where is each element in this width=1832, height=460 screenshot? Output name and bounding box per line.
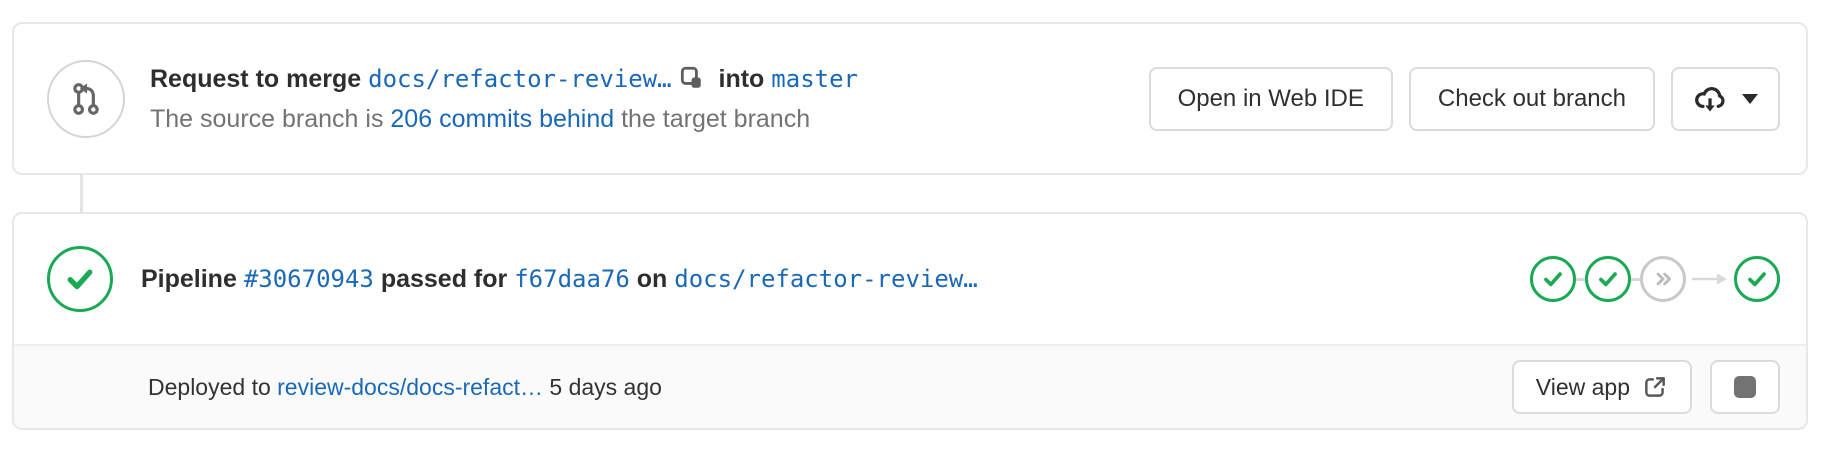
stage-connector-line: [1631, 277, 1640, 281]
behind-suffix-text: the target branch: [621, 104, 811, 133]
pipeline-stage-skipped-icon[interactable]: [1640, 256, 1686, 302]
stop-environment-button[interactable]: [1710, 360, 1780, 414]
copy-branch-name-button[interactable]: [678, 65, 704, 91]
pipeline-stage-passed-icon[interactable]: [1530, 256, 1576, 302]
stage-connector-line: [1576, 277, 1585, 281]
request-to-merge-label: Request to merge: [150, 64, 362, 93]
pipeline-summary-text: Pipeline #30670943 passed for f67daa76 o…: [141, 265, 1530, 294]
pipeline-id-link[interactable]: #30670943: [243, 264, 374, 293]
source-branch-link[interactable]: docs/refactor-review…: [368, 64, 672, 93]
pipeline-mini-graph: [1530, 256, 1780, 302]
pipeline-status-passed-icon: [47, 246, 113, 312]
deployment-actions: View app: [1511, 360, 1780, 414]
mr-header-text: Request to merge docs/refactor-review… i…: [150, 59, 1149, 139]
deployed-to-label: Deployed to: [148, 373, 271, 400]
pipeline-stage-passed-icon[interactable]: [1734, 256, 1780, 302]
environment-link[interactable]: review-docs/docs-refact…: [277, 373, 543, 400]
into-label: into: [718, 64, 765, 93]
pipeline-card: Pipeline #30670943 passed for f67daa76 o…: [12, 212, 1808, 430]
stage-connector-arrow-icon: [1686, 271, 1734, 287]
view-app-label: View app: [1535, 373, 1630, 400]
external-link-icon: [1642, 374, 1668, 400]
behind-prefix-text: The source branch is: [150, 104, 384, 133]
deploy-time-ago: 5 days ago: [549, 373, 662, 400]
pipeline-branch-link[interactable]: docs/refactor-review…: [674, 264, 978, 293]
open-web-ide-button[interactable]: Open in Web IDE: [1148, 66, 1393, 131]
timeline-connector: [80, 175, 83, 212]
check-out-branch-button[interactable]: Check out branch: [1408, 66, 1655, 131]
deployment-row: Deployed to review-docs/docs-refact… 5 d…: [14, 344, 1806, 428]
deployment-text: Deployed to review-docs/docs-refact… 5 d…: [148, 374, 1512, 401]
passed-for-label: passed for: [380, 264, 508, 293]
pipeline-label: Pipeline: [141, 264, 237, 293]
target-branch-link[interactable]: master: [771, 64, 858, 93]
chevron-down-icon: [1742, 93, 1758, 104]
commits-behind-link[interactable]: 206 commits behind: [390, 104, 615, 133]
view-app-button[interactable]: View app: [1511, 360, 1692, 414]
pipeline-row: Pipeline #30670943 passed for f67daa76 o…: [14, 214, 1806, 344]
commits-behind-line: The source branch is 206 commits behind …: [150, 99, 1149, 139]
mr-header-actions: Open in Web IDE Check out branch: [1148, 66, 1780, 131]
download-dropdown-button[interactable]: [1671, 66, 1780, 131]
commit-sha-link[interactable]: f67daa76: [514, 264, 630, 293]
on-label: on: [636, 264, 668, 293]
stop-icon: [1734, 376, 1756, 398]
pipeline-stage-passed-icon[interactable]: [1585, 256, 1631, 302]
merge-request-icon: [47, 59, 125, 138]
download-cloud-icon: [1693, 84, 1727, 114]
mr-header-card: Request to merge docs/refactor-review… i…: [12, 22, 1808, 175]
request-to-merge-line: Request to merge docs/refactor-review… i…: [150, 59, 1149, 99]
